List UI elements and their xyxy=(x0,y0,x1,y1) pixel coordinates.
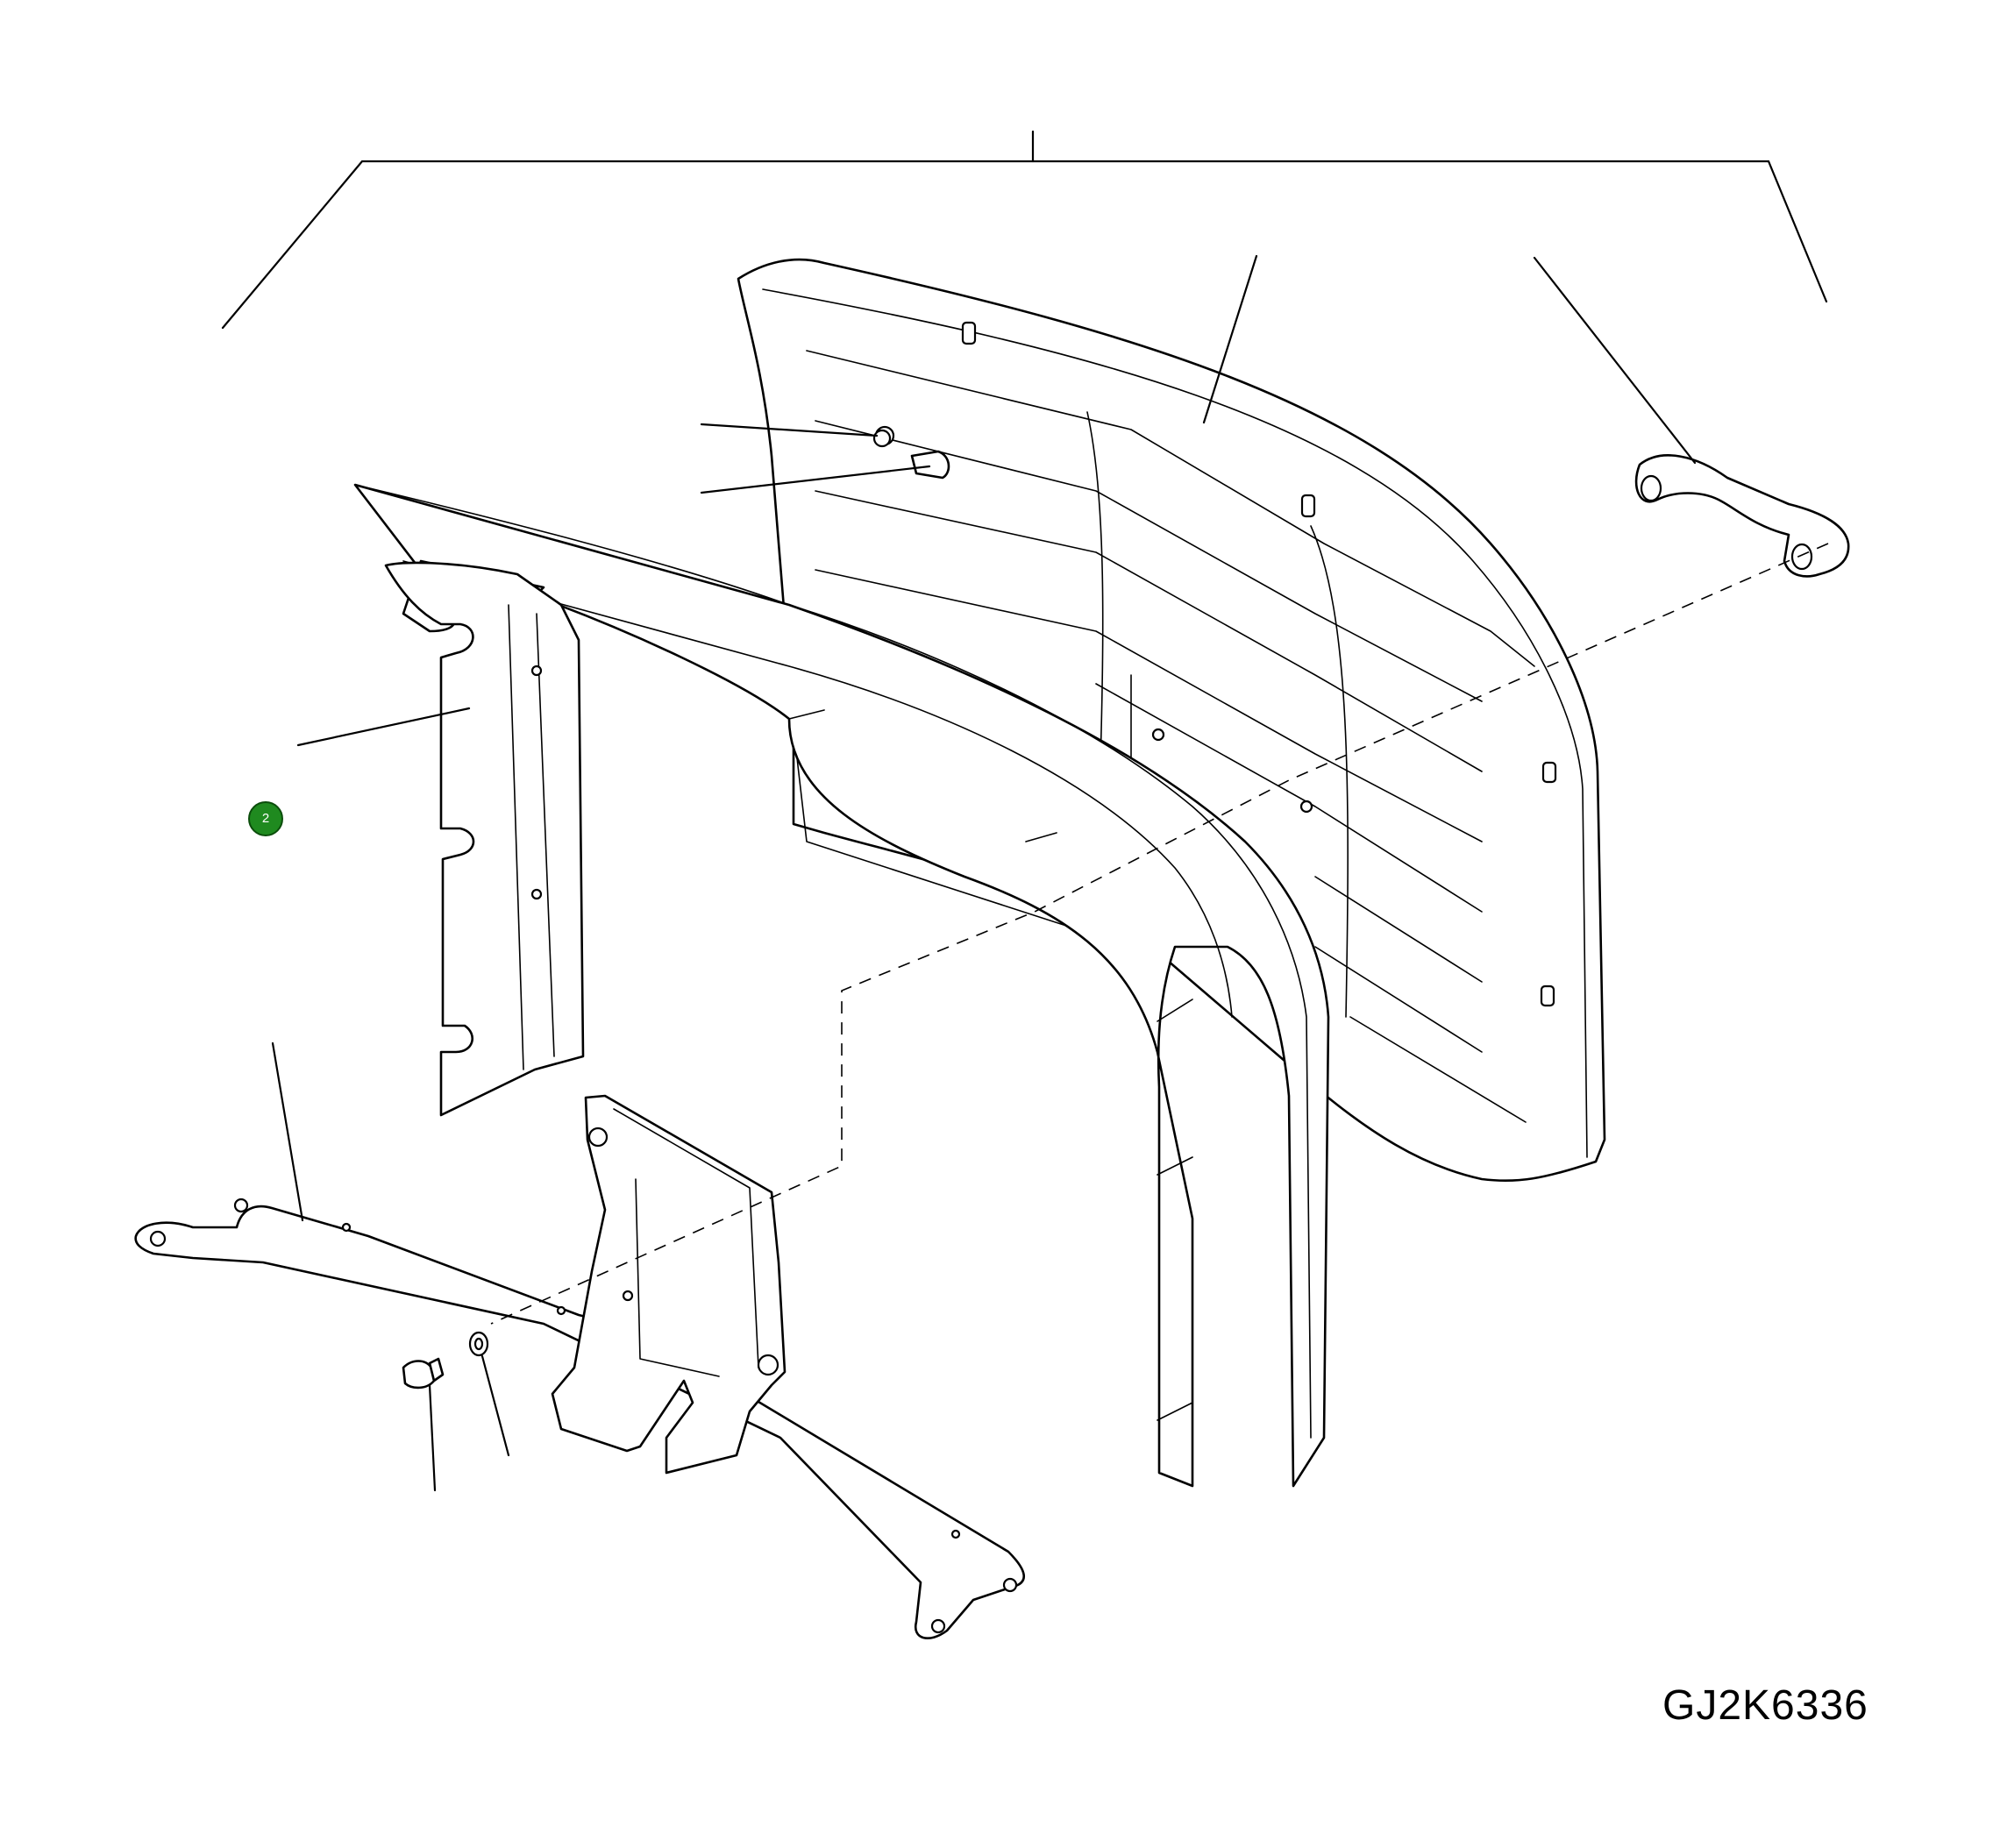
assembly-bracket-line xyxy=(221,130,1828,330)
callout-marker[interactable]: 2 xyxy=(248,801,283,836)
grille-frame xyxy=(737,258,1606,1183)
center-bracket xyxy=(551,1094,787,1475)
alignment-dashed-line xyxy=(490,543,1829,1325)
leader-lines xyxy=(271,254,1697,1492)
fasteners xyxy=(402,429,950,1390)
handle xyxy=(1634,454,1850,578)
front-cover xyxy=(353,483,1330,1488)
side-panel xyxy=(384,561,585,1117)
mounting-bar xyxy=(134,1198,1026,1639)
drawing-number-label: GJ2K6336 xyxy=(1662,1682,1868,1729)
